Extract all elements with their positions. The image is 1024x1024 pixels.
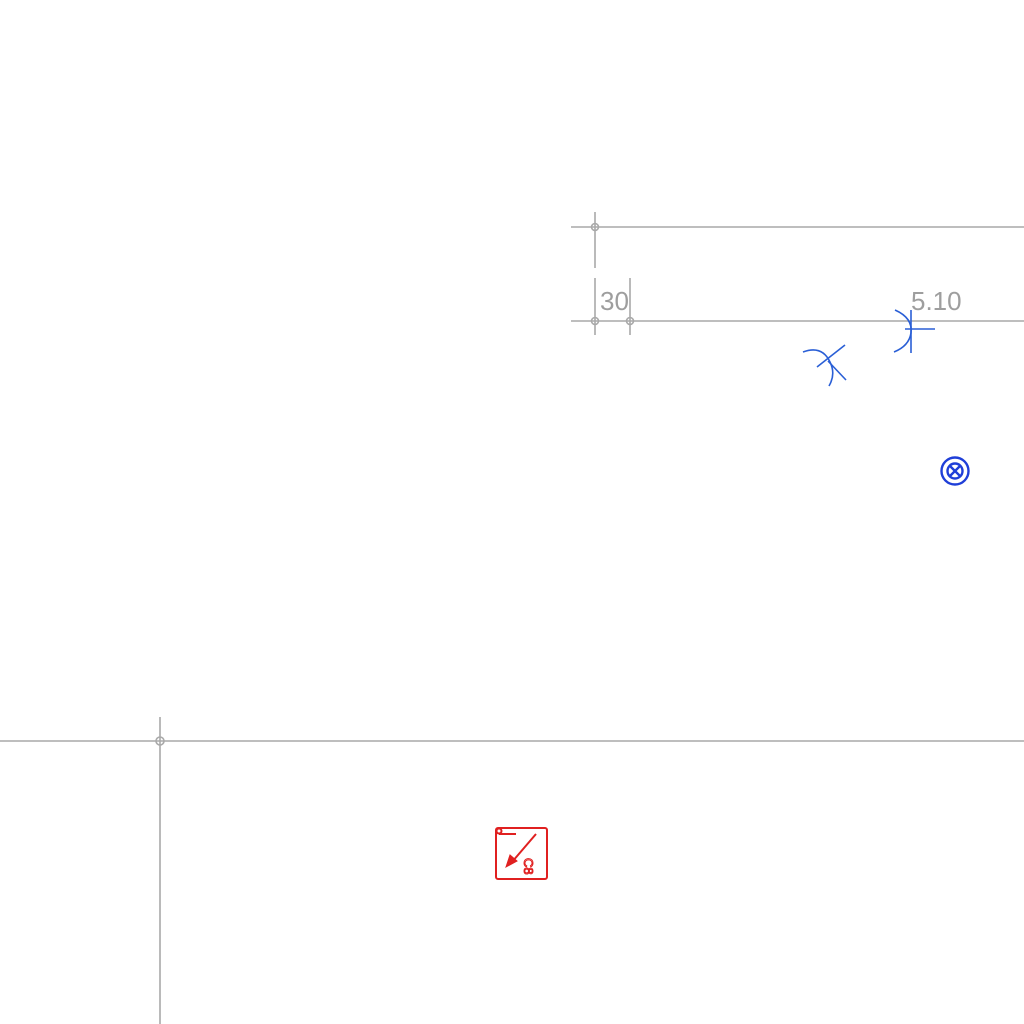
node-marker bbox=[590, 222, 600, 232]
node-marker bbox=[590, 316, 600, 326]
arc-x-icon bbox=[802, 344, 847, 387]
node-marker bbox=[625, 316, 635, 326]
node-marker bbox=[155, 736, 165, 746]
red-box-arrow-icon[interactable]: C8 bbox=[495, 827, 548, 880]
dimension-label-left: 30 bbox=[600, 286, 629, 316]
upper-dimension-block bbox=[571, 212, 1024, 335]
lower-reference-lines bbox=[0, 717, 1024, 1024]
red-symbol-text: C8 bbox=[521, 858, 536, 875]
dimension-label-right: 5.10 bbox=[911, 286, 962, 316]
circled-x-icon[interactable] bbox=[940, 456, 970, 486]
arc-t-icon bbox=[893, 309, 935, 353]
